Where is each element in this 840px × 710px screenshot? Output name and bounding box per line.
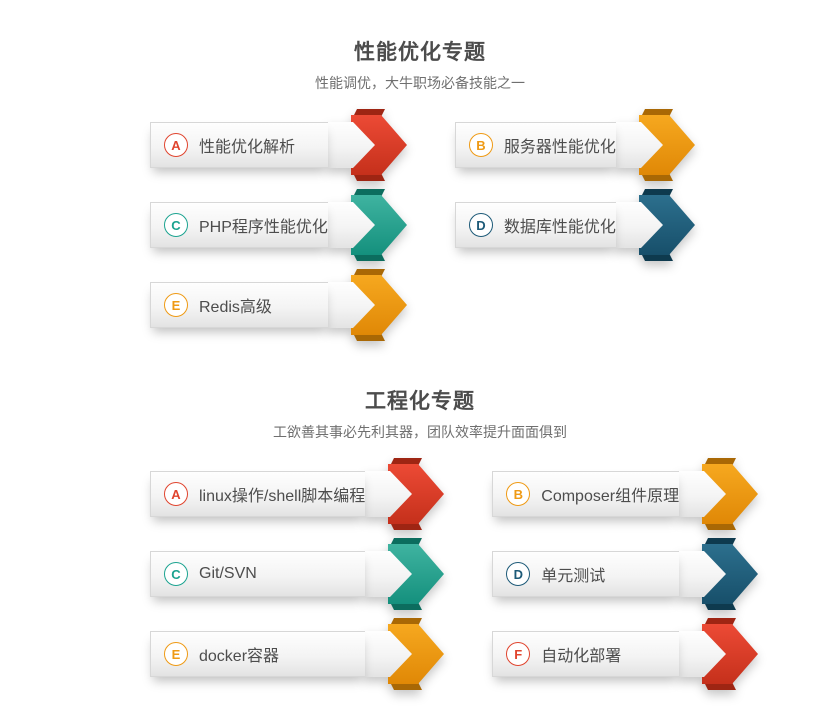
- section-title: 性能优化专题: [354, 41, 486, 64]
- course-item[interactable]: D 单元测试: [492, 534, 759, 614]
- ribbon-arrow-icon: [614, 109, 695, 181]
- arrow-head: [702, 624, 759, 684]
- item-label: Git/SVN: [199, 565, 257, 582]
- arrow-bar-tip: [326, 202, 375, 248]
- course-item-bar: B Composer组件原理: [492, 471, 680, 517]
- item-label: Redis高级: [199, 299, 272, 316]
- ribbon-arrow-icon: [364, 458, 445, 530]
- course-item[interactable]: C PHP程序性能优化: [150, 185, 407, 265]
- ribbon-arrow-icon: [614, 189, 695, 261]
- item-letter-badge: D: [506, 562, 531, 586]
- arrow-bar-tip: [364, 551, 413, 597]
- ribbon-arrow-icon: [326, 189, 407, 261]
- arrow-bar-tip: [364, 631, 413, 677]
- course-item-bar: D 单元测试: [492, 551, 680, 597]
- course-item-bar: C Git/SVN: [150, 551, 366, 597]
- item-label: 单元测试: [541, 568, 606, 585]
- course-item-bar: D 数据库性能优化: [454, 202, 616, 248]
- arrow-bar-tip: [326, 122, 375, 168]
- course-item-bar: F 自动化部署: [492, 631, 680, 677]
- item-label: 自动化部署: [541, 648, 622, 665]
- section-subtitle: 性能调优，大牛职场必备技能之一: [315, 75, 525, 91]
- item-label: 服务器性能优化: [503, 139, 616, 156]
- arrow-bar-tip: [678, 631, 727, 677]
- item-letter-badge: B: [506, 482, 531, 506]
- topic-section: 性能优化专题 性能调优，大牛职场必备技能之一 A 性能优化解析 B 服务器性能优…: [0, 18, 840, 345]
- course-item[interactable]: A 性能优化解析: [150, 105, 407, 185]
- ribbon-arrow-icon: [364, 618, 445, 690]
- ribbon-arrow-icon: [326, 269, 407, 341]
- course-item[interactable]: A linux操作/shell脚本编程: [150, 454, 445, 534]
- item-letter-badge: C: [164, 213, 188, 237]
- arrow-head: [350, 115, 407, 175]
- item-label: Composer组件原理: [541, 488, 680, 505]
- section-grid: A linux操作/shell脚本编程 B Composer组件原理 C Git…: [0, 442, 840, 694]
- item-label: PHP程序性能优化: [199, 219, 328, 236]
- course-item-bar: C PHP程序性能优化: [150, 202, 328, 248]
- course-item-bar: E Redis高级: [150, 282, 328, 328]
- arrow-head: [388, 624, 445, 684]
- item-label: 性能优化解析: [199, 139, 296, 156]
- arrow-bar-tip: [678, 551, 727, 597]
- section-title: 工程化专题: [365, 390, 475, 413]
- item-letter-badge: E: [164, 293, 188, 317]
- arrow-head: [388, 464, 445, 524]
- arrow-head: [638, 115, 695, 175]
- item-letter-badge: B: [468, 133, 493, 157]
- course-item[interactable]: C Git/SVN: [150, 534, 445, 614]
- arrow-head: [638, 195, 695, 255]
- item-letter-badge: F: [506, 642, 531, 666]
- course-item[interactable]: D 数据库性能优化: [454, 185, 695, 265]
- arrow-head: [702, 464, 759, 524]
- item-label: linux操作/shell脚本编程: [199, 488, 366, 505]
- item-letter-badge: D: [468, 213, 493, 237]
- arrow-bar-tip: [364, 471, 413, 517]
- topic-section: 工程化专题 工欲善其事必先利其器，团队效率提升面面俱到 A linux操作/sh…: [0, 345, 840, 694]
- item-label: docker容器: [199, 648, 280, 665]
- course-item-bar: E docker容器: [150, 631, 366, 677]
- arrow-head: [388, 544, 445, 604]
- arrow-head: [350, 275, 407, 335]
- arrow-bar-tip: [326, 282, 375, 328]
- item-letter-badge: E: [164, 642, 188, 666]
- arrow-head: [350, 195, 407, 255]
- course-item[interactable]: F 自动化部署: [492, 614, 759, 694]
- ribbon-arrow-icon: [326, 109, 407, 181]
- course-item[interactable]: B 服务器性能优化: [454, 105, 695, 185]
- item-letter-badge: A: [164, 133, 188, 157]
- course-item-bar: B 服务器性能优化: [454, 122, 616, 168]
- ribbon-arrow-icon: [678, 538, 759, 610]
- section-subtitle: 工欲善其事必先利其器，团队效率提升面面俱到: [273, 424, 567, 440]
- arrow-bar-tip: [614, 122, 663, 168]
- item-letter-badge: C: [164, 562, 188, 586]
- section-grid: A 性能优化解析 B 服务器性能优化 C PHP程序性能优化: [0, 93, 840, 345]
- arrow-head: [702, 544, 759, 604]
- course-item[interactable]: E docker容器: [150, 614, 445, 694]
- course-item-bar: A 性能优化解析: [150, 122, 328, 168]
- arrow-bar-tip: [678, 471, 727, 517]
- course-item-bar: A linux操作/shell脚本编程: [150, 471, 366, 517]
- course-item[interactable]: E Redis高级: [150, 265, 407, 345]
- ribbon-arrow-icon: [678, 458, 759, 530]
- sections-root: 性能优化专题 性能调优，大牛职场必备技能之一 A 性能优化解析 B 服务器性能优…: [0, 18, 840, 694]
- arrow-bar-tip: [614, 202, 663, 248]
- item-letter-badge: A: [164, 482, 188, 506]
- ribbon-arrow-icon: [364, 538, 445, 610]
- course-item[interactable]: B Composer组件原理: [492, 454, 759, 534]
- ribbon-arrow-icon: [678, 618, 759, 690]
- item-label: 数据库性能优化: [503, 219, 616, 236]
